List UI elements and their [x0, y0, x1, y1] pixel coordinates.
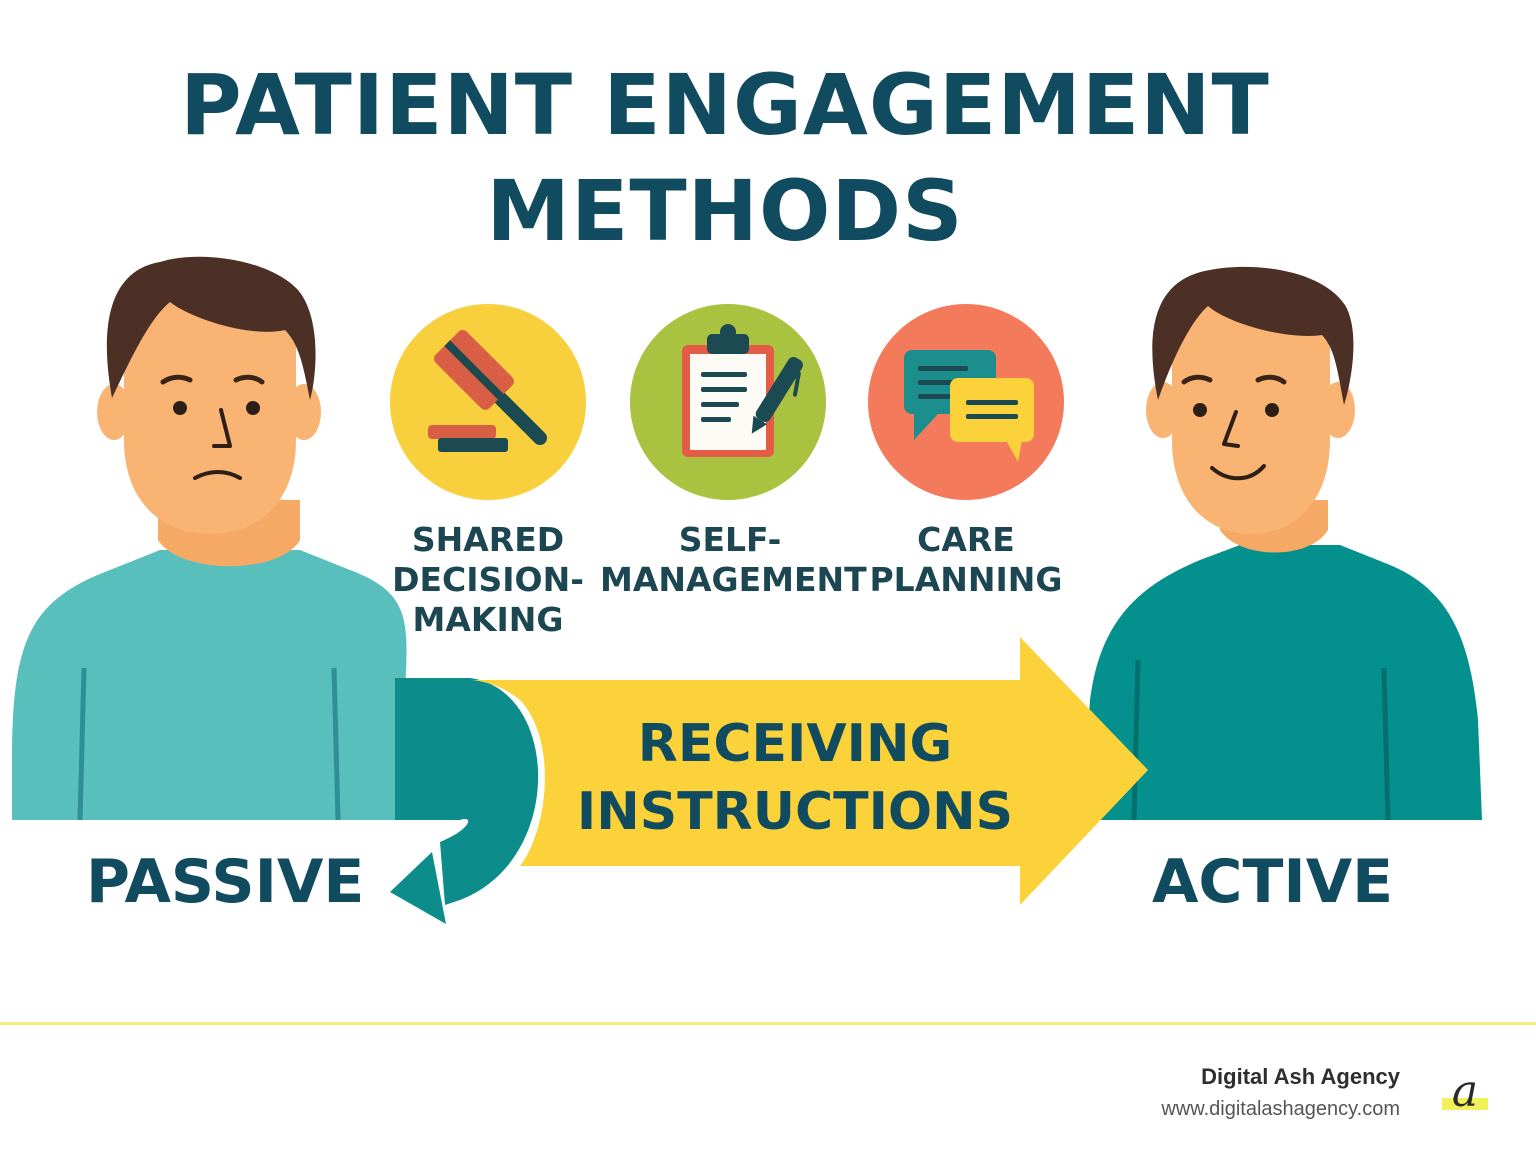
method-label-shared-decision: SHARED DECISION- MAKING: [392, 520, 584, 639]
method-label-self-management: SELF- MANAGEMENT: [600, 520, 867, 599]
loop-arrowhead: [390, 852, 446, 924]
active-eyebrow-left: [1181, 374, 1213, 385]
active-shirt: [1082, 545, 1482, 820]
flow-label: RECEIVING INSTRUCTIONS: [576, 714, 1014, 842]
page-title: PATIENT ENGAGEMENT METHODS: [0, 52, 1450, 264]
passive-shirt-fold-left: [77, 667, 87, 821]
footer-divider: [0, 1022, 1536, 1025]
passive-person-figure: [12, 256, 407, 821]
passive-shirt-fold-right: [331, 667, 341, 821]
chat-bubbles-icon: [904, 350, 1034, 462]
feedback-loop-arrow: [390, 678, 539, 924]
clipboard-icon: [682, 324, 803, 457]
active-shirt-fold-left: [1131, 659, 1141, 821]
active-hair: [1152, 266, 1354, 405]
passive-nose: [212, 408, 232, 448]
logo-letter: a: [1452, 1068, 1478, 1117]
active-eye-left: [1193, 403, 1207, 417]
title-line-2: METHODS: [486, 162, 964, 260]
method-label-care-planning: CARE PLANNING: [869, 520, 1063, 599]
pen-icon: [751, 357, 803, 434]
active-ear-left: [1146, 382, 1180, 438]
agency-url: www.digitalashagency.com: [1161, 1098, 1400, 1120]
active-face: [1172, 296, 1330, 534]
agency-logo-icon: a: [1442, 1068, 1488, 1117]
active-person-figure: [1082, 266, 1482, 821]
gavel-icon: [428, 330, 547, 452]
passive-frown: [193, 470, 242, 480]
receiving-instructions-arrow: [472, 637, 1148, 905]
passive-hair: [106, 256, 316, 400]
passive-eye-left: [173, 401, 187, 415]
agency-name: Digital Ash Agency: [1201, 1064, 1400, 1089]
method-shared-decision-circle: [390, 304, 586, 500]
active-smile: [1210, 464, 1266, 481]
passive-label: PASSIVE: [86, 847, 365, 917]
passive-shirt: [12, 550, 407, 820]
passive-ear-left: [97, 384, 131, 440]
title-line-1: PATIENT ENGAGEMENT: [180, 56, 1270, 154]
active-nose: [1222, 410, 1240, 448]
active-shirt-fold-right: [1381, 667, 1391, 821]
active-label: ACTIVE: [1152, 847, 1394, 917]
passive-eyebrow-left: [160, 374, 193, 385]
passive-eyebrow-right: [233, 374, 265, 385]
active-eye-right: [1265, 403, 1279, 417]
method-self-management-circle: [630, 304, 826, 500]
passive-eye-right: [246, 401, 260, 415]
loop-arc: [395, 678, 539, 905]
passive-face: [124, 296, 296, 534]
active-eyebrow-right: [1255, 374, 1287, 385]
illustration: [12, 256, 1482, 924]
method-care-planning-circle: [868, 304, 1064, 500]
